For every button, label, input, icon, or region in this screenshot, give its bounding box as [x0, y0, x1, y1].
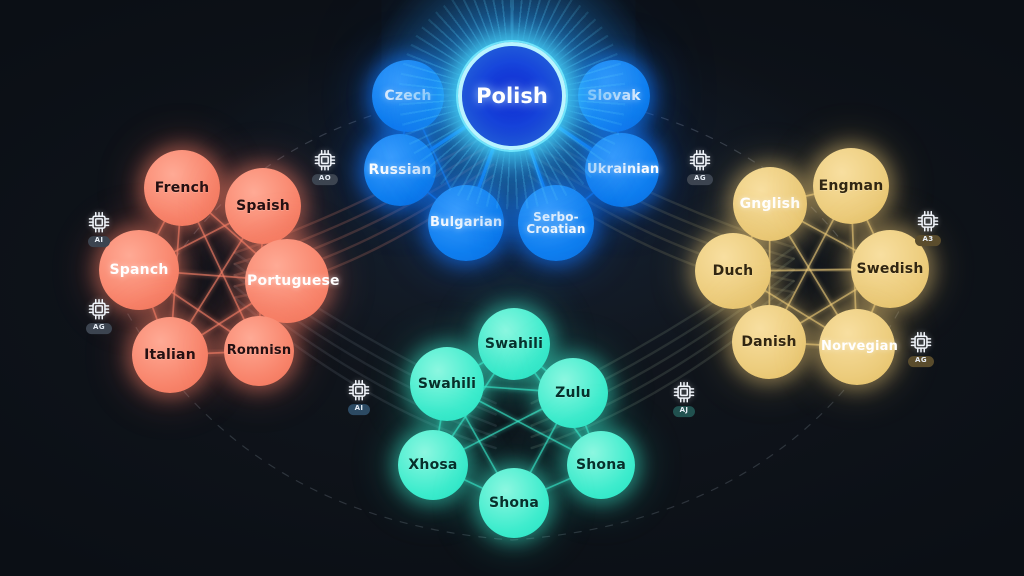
- graph-node-label: Swahili: [484, 335, 544, 352]
- graph-node-label: Serbo-Croatian: [526, 209, 586, 236]
- chip-badge[interactable]: AI: [86, 209, 112, 247]
- graph-node-ukrainian[interactable]: Ukrainian: [585, 133, 659, 207]
- cpu-chip-icon: [915, 208, 941, 234]
- graph-node-label: Xhosa: [408, 456, 458, 473]
- chip-badge-label: AG: [86, 323, 112, 334]
- graph-node-label: Swedish: [856, 260, 924, 277]
- graph-node-serbo-croatian[interactable]: Serbo-Croatian: [518, 185, 594, 261]
- graph-node-label: Romnisn: [226, 343, 292, 359]
- cpu-chip-icon: [908, 329, 934, 355]
- graph-node-label: Swahili: [417, 375, 477, 392]
- graph-node-spaish[interactable]: Spaish: [225, 168, 301, 244]
- graph-node-zulu[interactable]: Zulu: [538, 358, 608, 428]
- chip-badge-label: A3: [915, 235, 941, 246]
- graph-node-portuguese[interactable]: Portuguese: [245, 239, 340, 323]
- graph-node-label: Gnglish: [739, 195, 801, 212]
- graph-node-label: Portuguese: [247, 272, 340, 289]
- graph-node-duch[interactable]: Duch: [695, 233, 771, 309]
- graph-node-label: Spanch: [109, 261, 169, 278]
- graph-node-shona[interactable]: Shona: [479, 468, 549, 538]
- hub-node-label: Polish: [476, 84, 548, 108]
- chip-badge[interactable]: A3: [915, 208, 941, 246]
- chip-badge[interactable]: AG: [908, 329, 934, 367]
- graph-node-label: French: [154, 179, 210, 196]
- cpu-chip-icon: [346, 377, 372, 403]
- graph-node-swahili[interactable]: Swahili: [478, 308, 550, 380]
- graph-node-french[interactable]: French: [144, 150, 220, 226]
- chip-badge-label: AI: [347, 404, 371, 415]
- graph-node-label: Ukrainian: [587, 162, 660, 178]
- chip-badge[interactable]: AG: [687, 147, 713, 185]
- graph-node-label: Spaish: [236, 197, 290, 214]
- graph-node-gnglish[interactable]: Gnglish: [733, 167, 807, 241]
- chip-badge[interactable]: AI: [346, 377, 372, 415]
- graph-node-engman[interactable]: Engman: [813, 148, 889, 224]
- graph-node-bulgarian[interactable]: Bulgarian: [428, 185, 504, 261]
- chip-badge-label: AG: [908, 356, 934, 367]
- cpu-chip-icon: [312, 147, 338, 173]
- graph-node-russian[interactable]: Russian: [364, 134, 436, 206]
- graph-node-label: Engman: [818, 177, 884, 194]
- chip-badge-label: AI: [87, 236, 111, 247]
- graph-node-label: Shona: [575, 456, 627, 473]
- inter-cluster-edge: [119, 299, 906, 541]
- chip-badge-label: AG: [687, 174, 713, 185]
- cpu-chip-icon: [86, 209, 112, 235]
- graph-node-label: Italian: [144, 346, 196, 363]
- graph-node-italian[interactable]: Italian: [132, 317, 208, 393]
- graph-node-label: Zulu: [555, 384, 591, 401]
- chip-badge[interactable]: AJ: [671, 379, 697, 417]
- chip-badge[interactable]: AO: [311, 147, 339, 185]
- chip-badge[interactable]: AG: [86, 296, 112, 334]
- graph-node-label: Duch: [712, 262, 754, 279]
- graph-node-label: Russian: [368, 161, 432, 178]
- graph-node-xhosa[interactable]: Xhosa: [398, 430, 468, 500]
- graph-node-danish[interactable]: Danish: [732, 305, 806, 379]
- graph-node-label: Norvegian: [821, 339, 899, 355]
- graph-node-czech[interactable]: Czech: [372, 60, 444, 132]
- graph-node-label: Danish: [741, 333, 797, 350]
- graph-node-label: Slovak: [587, 87, 641, 104]
- graph-node-romnisn[interactable]: Romnisn: [224, 316, 294, 386]
- cpu-chip-icon: [671, 379, 697, 405]
- graph-node-label: Bulgarian: [430, 215, 503, 231]
- graph-node-label: Czech: [384, 87, 432, 104]
- graph-node-swahili[interactable]: Swahili: [410, 347, 484, 421]
- cpu-chip-icon: [687, 147, 713, 173]
- chip-badge-label: AO: [311, 174, 339, 185]
- graph-node-shona[interactable]: Shona: [567, 431, 635, 499]
- hub-node-polish[interactable]: Polish: [458, 42, 566, 150]
- chip-badge-label: AJ: [672, 406, 696, 417]
- graph-node-spanch[interactable]: Spanch: [99, 230, 179, 310]
- cpu-chip-icon: [86, 296, 112, 322]
- graph-node-norvegian[interactable]: Norvegian: [819, 309, 899, 385]
- graph-node-label: Shona: [488, 494, 540, 511]
- graph-node-slovak[interactable]: Slovak: [578, 60, 650, 132]
